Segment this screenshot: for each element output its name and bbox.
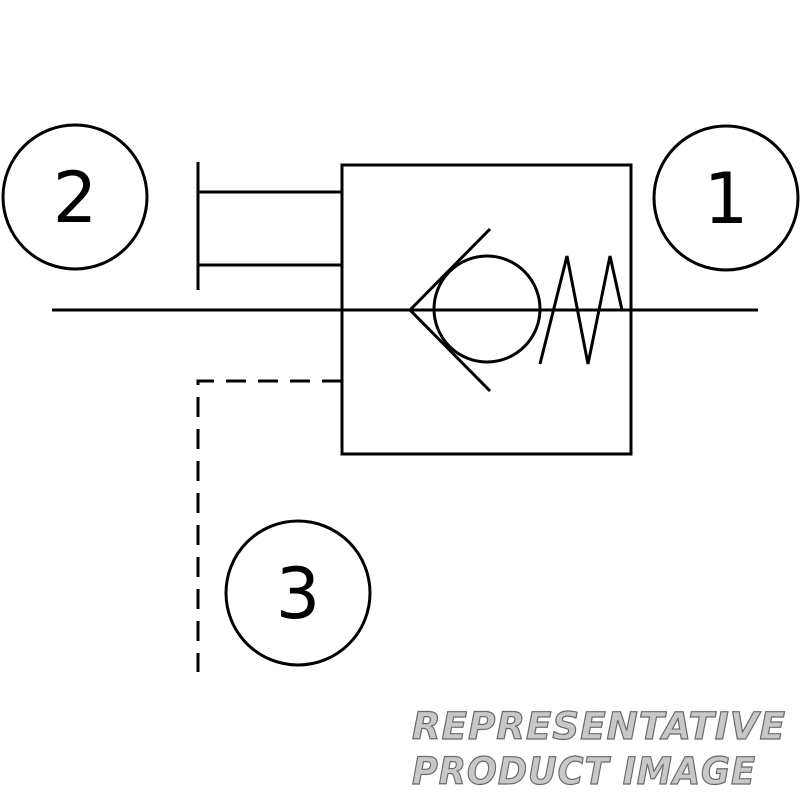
check-valve-spring: [538, 255, 624, 365]
port-1-label: 1: [704, 158, 749, 240]
port-1-circle: [652, 124, 800, 272]
port-3-label: 3: [276, 553, 321, 635]
port-2-label: 2: [53, 157, 98, 239]
check-valve-seat: [407, 227, 492, 393]
watermark-line-1: REPRESENTATIVE: [412, 705, 786, 748]
valve-body: [340, 163, 633, 456]
check-valve-ball: [432, 254, 542, 364]
port-3-circle: [224, 519, 372, 667]
pilot-drain-line: [196, 379, 342, 672]
watermark-line-2: PRODUCT IMAGE: [412, 750, 756, 793]
port-2-circle: [1, 123, 149, 271]
